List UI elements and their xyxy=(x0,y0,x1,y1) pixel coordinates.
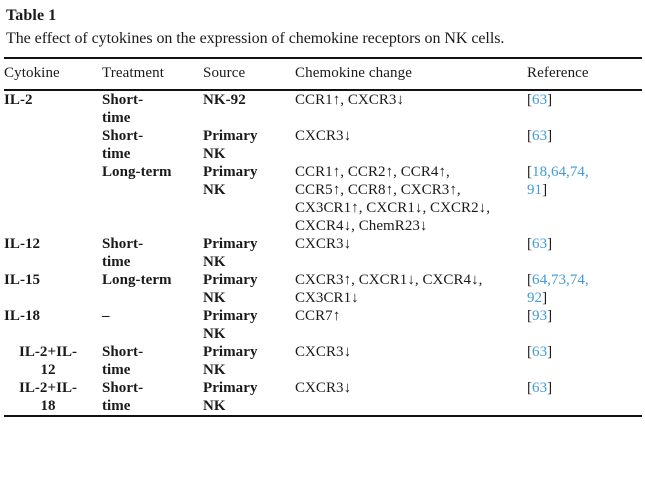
cell-chemokine-change: CXCR3↓ xyxy=(295,128,352,144)
reference-link[interactable]: 63 xyxy=(532,344,548,360)
cell-cytokine: IL-18 xyxy=(4,308,41,324)
reference-link[interactable]: 63 xyxy=(532,236,548,252)
reference-bracket-close: ] xyxy=(542,182,548,198)
cell-treatment: Short-time xyxy=(102,128,144,162)
cell-treatment: Short-time xyxy=(102,380,144,414)
table-header-rule xyxy=(4,89,642,91)
reference-bracket-close: ] xyxy=(547,380,553,396)
table-caption: The effect of cytokines on the expressio… xyxy=(6,30,505,47)
reference-bracket-close: ] xyxy=(547,308,553,324)
cell-chemokine-change: CCR7↑ xyxy=(295,308,341,324)
column-header-treatment: Treatment xyxy=(102,65,165,81)
reference-link[interactable]: 93 xyxy=(532,308,548,324)
cell-reference: [63] xyxy=(527,127,642,163)
cell-reference: [64,73,74,92] xyxy=(527,271,642,307)
cell-treatment: Short-time xyxy=(102,344,144,378)
data-table: Cytokine Treatment Source Chemokine chan… xyxy=(4,59,642,89)
column-header-chemokine-change: Chemokine change xyxy=(295,65,412,81)
table-row: IL-2 Short-time NK-92 CCR1↑, CXCR3↓ [63] xyxy=(4,91,642,127)
cell-chemokine-change: CCR1↑, CXCR3↓ xyxy=(295,92,405,108)
reference-bracket-close: ] xyxy=(547,128,553,144)
reference-bracket-open: [ xyxy=(527,308,533,324)
cell-reference: [93] xyxy=(527,307,642,343)
cell-reference: [63] xyxy=(527,91,642,127)
table-top-rule xyxy=(4,57,642,59)
reference-bracket-open: [ xyxy=(527,92,533,108)
cell-reference: [63] xyxy=(527,379,642,415)
table-bottom-rule xyxy=(4,415,642,417)
cell-treatment: Long-term xyxy=(102,272,172,288)
column-header-source: Source xyxy=(203,65,246,81)
reference-bracket-open: [ xyxy=(527,128,533,144)
cell-chemokine-change: CXCR3↑, CXCR1↓, CXCR4↓,CX3CR1↓ xyxy=(295,272,483,306)
reference-bracket-open: [ xyxy=(527,164,533,180)
cell-cytokine: IL-2+IL-12 xyxy=(18,344,78,378)
cell-reference: [63] xyxy=(527,343,642,379)
cell-chemokine-change: CXCR3↓ xyxy=(295,344,352,360)
column-header-reference: Reference xyxy=(527,65,589,81)
reference-link[interactable]: 64,73,74,92 xyxy=(527,272,589,306)
cell-cytokine: IL-2+IL-18 xyxy=(18,380,78,414)
column-header-cytokine: Cytokine xyxy=(4,65,60,81)
reference-bracket-close: ] xyxy=(547,236,553,252)
cell-chemokine-change: CCR1↑, CCR2↑, CCR4↑,CCR5↑, CCR8↑, CXCR3↑… xyxy=(295,164,490,234)
reference-bracket-open: [ xyxy=(527,236,533,252)
header-row: Cytokine Treatment Source Chemokine chan… xyxy=(4,59,642,89)
cell-cytokine: IL-2 xyxy=(4,92,33,108)
table-number: Table 1 xyxy=(6,7,57,24)
cell-chemokine-change: CXCR3↓ xyxy=(295,380,352,396)
reference-bracket-open: [ xyxy=(527,344,533,360)
reference-link[interactable]: 63 xyxy=(532,92,548,108)
reference-link[interactable]: 63 xyxy=(532,380,548,396)
reference-link[interactable]: 18,64,74,91 xyxy=(527,164,589,198)
cell-treatment: Short-time xyxy=(102,236,144,270)
reference-bracket-open: [ xyxy=(527,380,533,396)
cell-treatment: – xyxy=(102,308,110,324)
reference-link[interactable]: 63 xyxy=(532,128,548,144)
cell-source: NK-92 xyxy=(203,92,246,108)
cell-treatment: Short-time xyxy=(102,92,144,126)
cell-reference: [18,64,74,91] xyxy=(527,163,642,235)
cell-chemokine-change: CXCR3↓ xyxy=(295,236,352,252)
table-header: Cytokine Treatment Source Chemokine chan… xyxy=(4,59,642,89)
reference-bracket-close: ] xyxy=(547,92,553,108)
reference-bracket-close: ] xyxy=(542,290,548,306)
reference-bracket-open: [ xyxy=(527,272,533,288)
cell-treatment: Long-term xyxy=(102,164,172,180)
cell-reference: [63] xyxy=(527,235,642,271)
cell-cytokine: IL-12 xyxy=(4,236,41,252)
cell-cytokine: IL-15 xyxy=(4,272,41,288)
reference-bracket-close: ] xyxy=(547,344,553,360)
